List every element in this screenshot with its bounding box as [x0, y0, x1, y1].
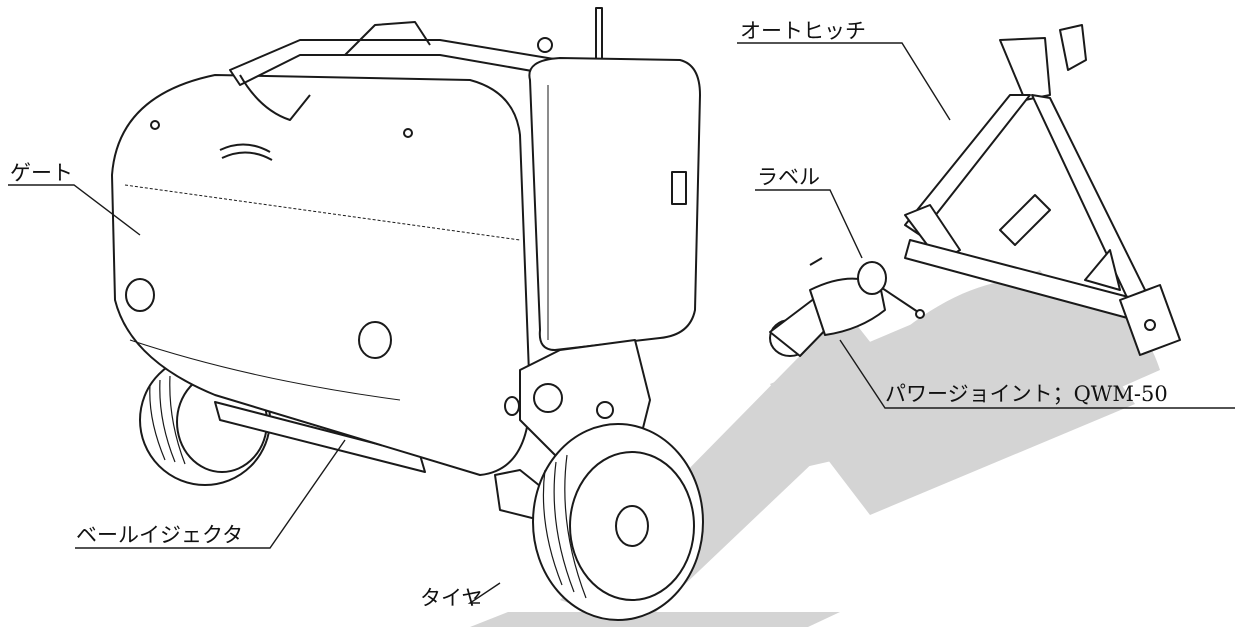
label-power-joint: パワージョイント；QWM-50: [885, 382, 1168, 406]
leader-label: [755, 189, 863, 259]
leader-gate: [8, 184, 141, 236]
front-wheel: [532, 423, 704, 621]
leader-power-joint: [839, 339, 1235, 409]
label-label: ラベル: [757, 165, 820, 189]
leader-bale-ejector: [75, 439, 346, 549]
power-joint: [769, 257, 925, 357]
label-tire: タイヤ: [420, 586, 482, 610]
round-baler: [111, 7, 704, 621]
bale-ejector-bar: [214, 401, 426, 473]
leader-tire: [467, 582, 501, 604]
side-panel: [528, 57, 701, 351]
label-bale-ejector: ベールイジェクタ: [76, 523, 243, 547]
auto-hitch: [904, 24, 1181, 356]
label-gate: ゲート: [10, 161, 73, 185]
leader-lines: [8, 42, 1235, 604]
label-auto-hitch: オートヒッチ: [740, 19, 866, 43]
leader-auto-hitch: [737, 42, 951, 121]
